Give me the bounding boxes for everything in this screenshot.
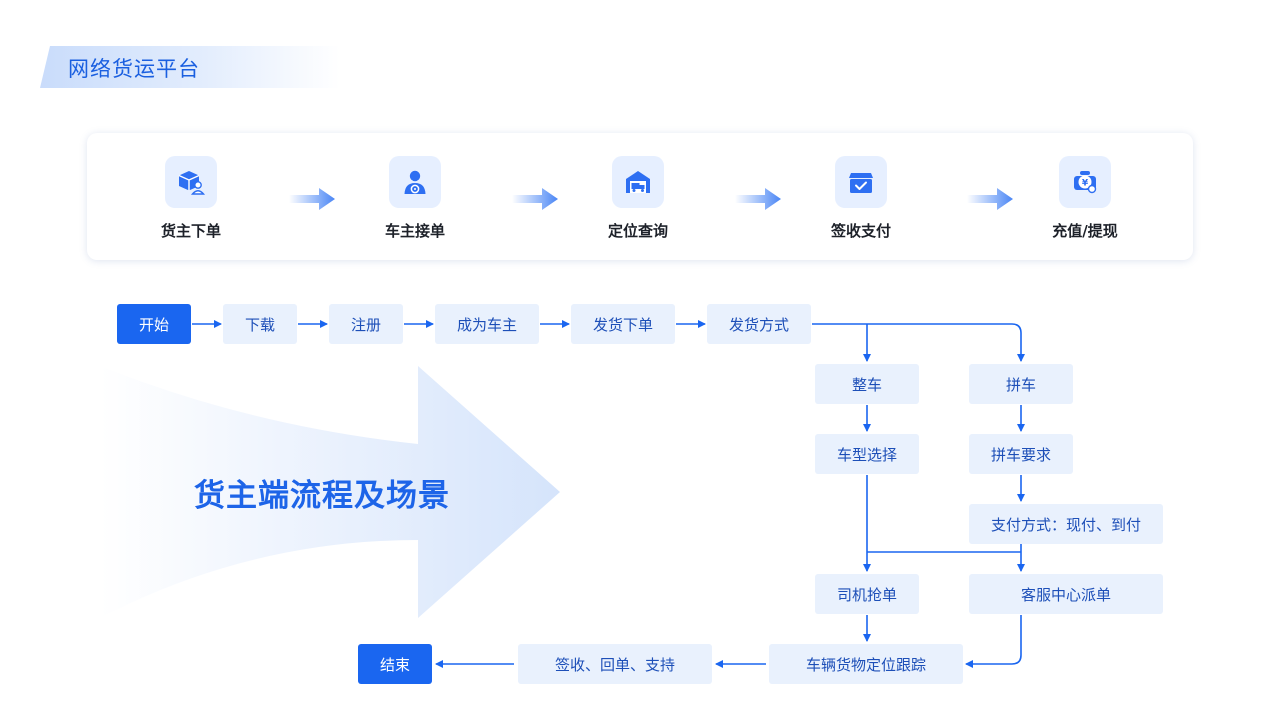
step-owner-accept: 车主接单 — [355, 156, 475, 241]
node-end: 结束 — [358, 644, 432, 684]
step-label: 货主下单 — [160, 222, 221, 240]
big-decorative-arrow — [100, 366, 560, 618]
step-location-query: 定位查询 — [578, 156, 698, 241]
step-recharge-withdraw: ¥ 充值/提现 — [1025, 156, 1145, 241]
node-carpool: 拼车 — [969, 364, 1073, 404]
svg-text:¥: ¥ — [1082, 179, 1089, 189]
wallet-coin-icon: ¥ — [1059, 156, 1111, 208]
node-ship-order: 发货下单 — [571, 304, 675, 344]
node-ship-method: 发货方式 — [707, 304, 811, 344]
driver-icon — [389, 156, 441, 208]
step-shipper-order: 货主下单 — [131, 156, 251, 241]
node-register: 注册 — [329, 304, 403, 344]
flow-section-title: 货主端流程及场景 — [194, 478, 450, 514]
box-check-icon — [835, 156, 887, 208]
node-full-truck: 整车 — [815, 364, 919, 404]
node-sign-receipt: 签收、回单、支持 — [518, 644, 712, 684]
step-label: 充值/提现 — [1052, 222, 1118, 240]
step-label: 签收支付 — [830, 222, 891, 240]
process-card: 货主下单 车主接单 定位查询 — [87, 133, 1193, 260]
node-cs-dispatch: 客服中心派单 — [969, 574, 1163, 614]
node-payment-method: 支付方式：现付、到付 — [969, 504, 1163, 544]
node-start: 开始 — [117, 304, 191, 344]
page-title: 网络货运平台 — [68, 57, 200, 81]
step-arrow-3 — [735, 188, 781, 210]
truck-garage-icon — [612, 156, 664, 208]
step-label: 车主接单 — [384, 222, 445, 240]
step-arrow-4 — [967, 188, 1013, 210]
step-label: 定位查询 — [607, 222, 668, 240]
node-become-owner: 成为车主 — [435, 304, 539, 344]
node-driver-grab: 司机抢单 — [815, 574, 919, 614]
node-download: 下载 — [223, 304, 297, 344]
header-tab-background — [40, 46, 340, 88]
step-arrow-2 — [512, 188, 558, 210]
node-tracking: 车辆货物定位跟踪 — [769, 644, 963, 684]
node-carpool-requirements: 拼车要求 — [969, 434, 1073, 474]
step-arrow-1 — [289, 188, 335, 210]
package-user-icon — [165, 156, 217, 208]
node-vehicle-type: 车型选择 — [815, 434, 919, 474]
step-sign-pay: 签收支付 — [801, 156, 921, 241]
